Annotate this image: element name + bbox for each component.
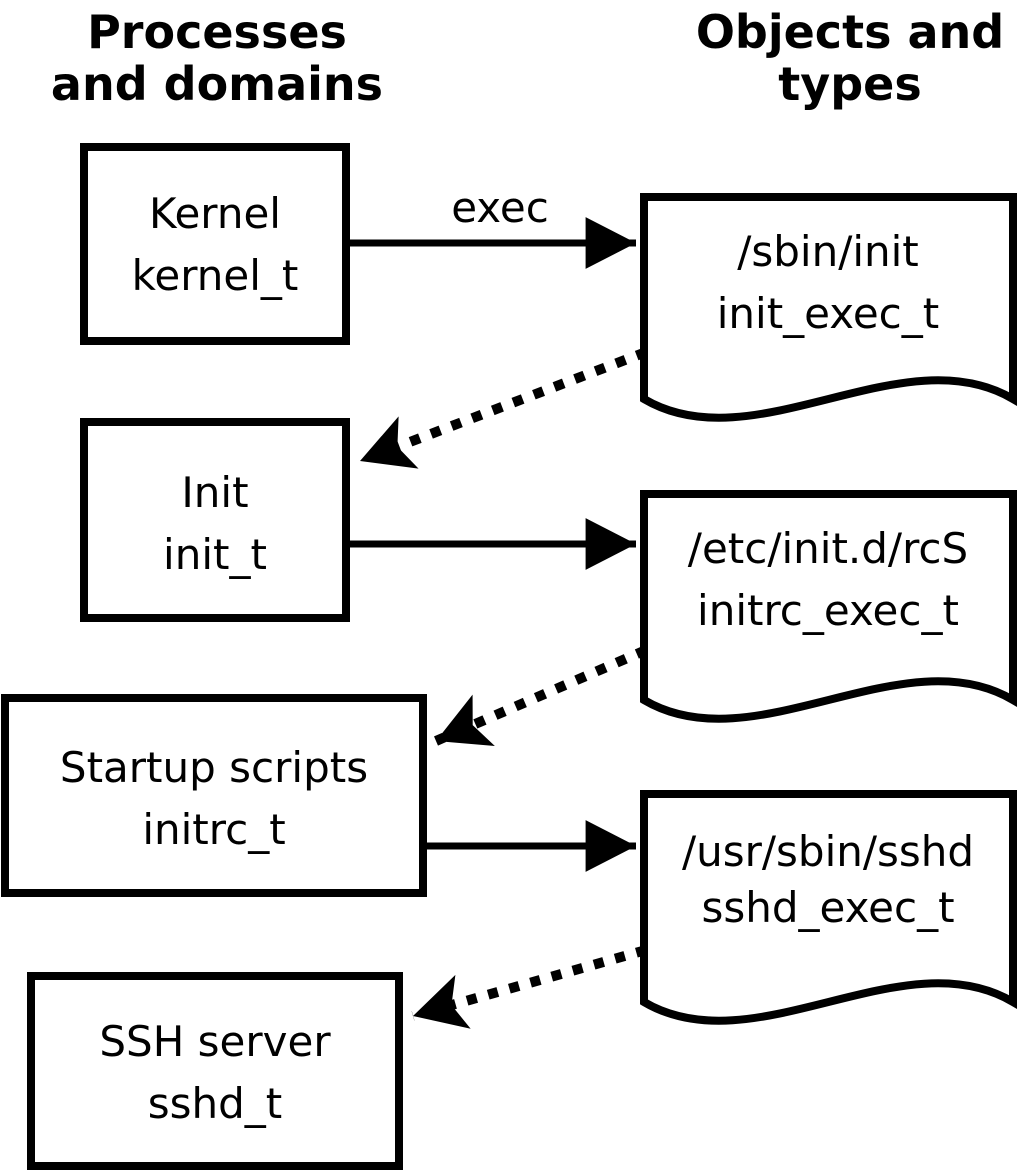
process-box-ssh-server: SSH server sshd_t <box>27 972 403 1170</box>
header-objects-line2: types <box>778 57 921 111</box>
header-objects-line1: Objects and <box>696 5 1004 59</box>
ssh-server-box-shape <box>27 972 403 1170</box>
transition-arrows <box>358 347 648 1029</box>
kernel-box-name: Kernel <box>149 189 281 238</box>
ssh-server-box-type: sshd_t <box>148 1079 283 1128</box>
exec-arrows: exec <box>350 183 637 872</box>
process-box-kernel: Kernel kernel_t <box>80 143 350 345</box>
init-box-type: init_t <box>163 530 267 579</box>
arrow-sshd-exec-to-sshd <box>411 945 648 1029</box>
usr-sbin-sshd-doc-type: sshd_exec_t <box>701 883 954 932</box>
etc-initd-rcS-doc-shape <box>640 490 1017 723</box>
arrow-initrc-exec-to-initrc <box>434 645 648 747</box>
sbin-init-doc-type: init_exec_t <box>717 289 940 338</box>
startup-scripts-box-type: initrc_t <box>142 805 285 854</box>
exec-arrow-label: exec <box>451 183 549 232</box>
startup-scripts-box-shape <box>1 694 427 897</box>
etc-initd-rcS-doc-type: initrc_exec_t <box>697 586 959 635</box>
header-processes-line1: Processes <box>87 5 347 59</box>
kernel-box-type: kernel_t <box>132 251 299 300</box>
object-doc-usr-sbin-sshd: /usr/sbin/sshd sshd_exec_t <box>640 790 1017 1025</box>
sbin-init-doc-shape <box>640 193 1017 422</box>
startup-scripts-box-name: Startup scripts <box>60 743 368 792</box>
init-box-name: Init <box>181 468 248 517</box>
object-doc-sbin-init: /sbin/init init_exec_t <box>640 193 1017 422</box>
process-box-startup-scripts: Startup scripts initrc_t <box>1 694 427 897</box>
kernel-box-shape <box>80 143 350 345</box>
ssh-server-box-name: SSH server <box>99 1017 331 1066</box>
process-box-init: Init init_t <box>80 418 350 622</box>
init-box-shape <box>80 418 350 622</box>
object-doc-etc-initd-rcS: /etc/init.d/rcS initrc_exec_t <box>640 490 1017 723</box>
arrow-init-exec-to-init <box>358 347 648 469</box>
usr-sbin-sshd-doc-shape <box>640 790 1017 1025</box>
usr-sbin-sshd-doc-path: /usr/sbin/sshd <box>682 827 974 876</box>
etc-initd-rcS-doc-path: /etc/init.d/rcS <box>688 524 968 573</box>
column-headers: Processes and domains Objects and types <box>51 5 1004 111</box>
sbin-init-doc-path: /sbin/init <box>737 227 919 276</box>
header-processes-line2: and domains <box>51 57 383 111</box>
